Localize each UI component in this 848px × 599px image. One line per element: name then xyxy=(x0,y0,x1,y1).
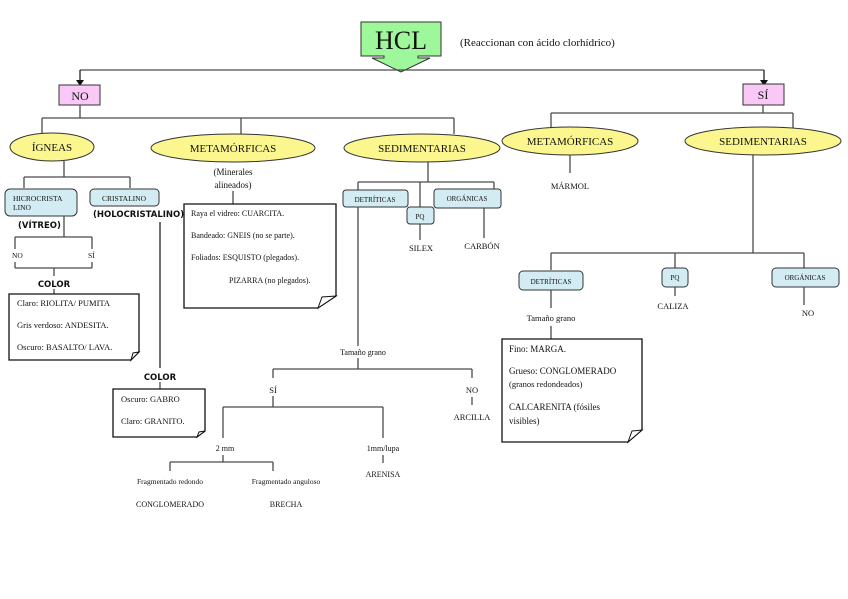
tamano-si-label: SÍ xyxy=(269,385,277,395)
caliza-label: CALIZA xyxy=(657,301,689,311)
metamorficas-no-label: METAMÓRFICAS xyxy=(190,143,277,155)
connector-vitreo-options xyxy=(14,216,93,276)
detriticas-no-box xyxy=(342,189,409,208)
tamano-no-label: NO xyxy=(466,385,478,395)
vitreo-label: (VÍTREO) xyxy=(18,219,61,231)
metamorficas-note-line-3: Foliados: ESQUISTO (plegados). xyxy=(191,253,299,262)
dos-mm-label: 2 mm xyxy=(216,444,235,453)
no-decision-label: NO xyxy=(71,89,89,103)
organicas-si-result: NO xyxy=(802,308,814,318)
vitreo-si: SÍ xyxy=(88,250,95,260)
vitreo-note: Claro: RIOLITA/ PUMITA Gris verdoso: AND… xyxy=(8,293,141,362)
holocristalino-label: (HOLOCRISTALINO) xyxy=(93,210,184,220)
hcl-node: HCL xyxy=(360,21,442,73)
si-decision-label: SÍ xyxy=(758,88,769,102)
sedimentarias-si-ellipse xyxy=(684,126,842,156)
connector-si-branch-split xyxy=(550,105,794,128)
arrowhead-si xyxy=(760,80,768,86)
frag-redondo-label: Fragmentado redondo xyxy=(137,477,203,486)
pq-no-label: PQ xyxy=(416,213,425,221)
metamorficas-no-sub-2: alineados) xyxy=(215,180,252,190)
metamorficas-note-line-4: PIZARRA (no plegados). xyxy=(229,276,311,285)
conglomerado-label: CONGLOMERADO xyxy=(136,500,204,509)
connector-sedimentarias-no-split xyxy=(357,162,495,207)
organicas-si-label: ORGÁNICAS xyxy=(785,274,826,282)
un-mm-label: 1mm/lupa xyxy=(367,444,400,453)
connector-sedimentarias-si-split xyxy=(550,155,805,270)
vitreo-note-line-2: Gris verdoso: ANDESITA. xyxy=(17,320,109,330)
note-calcarenita-2: visibles) xyxy=(509,416,540,426)
metamorficas-note: Raya el vidreo: CUARCITA. Bandeado: GNEI… xyxy=(183,203,338,310)
microcristalino-label-1: HICROCRISTA xyxy=(13,194,63,203)
metamorficas-note-line-2: Bandeado: GNEIS (no se parte). xyxy=(191,231,295,240)
note-calcarenita-1: CALCARENITA (fósiles xyxy=(509,402,601,412)
marmol-label: MÁRMOL xyxy=(551,181,589,191)
connector-no-split xyxy=(41,105,455,134)
detriticas-no-label: DETRÍTICAS xyxy=(355,196,396,204)
note-grueso-1: Grueso: CONGLOMERADO xyxy=(509,366,617,376)
frag-anguloso-label: Fragmentado anguloso xyxy=(252,477,321,486)
connector-igneas-split xyxy=(23,161,131,188)
microcristalino-box xyxy=(4,188,78,217)
microcristalino-label-2: LINO xyxy=(13,203,31,212)
sedimentarias-no-label: SEDIMENTARIAS xyxy=(378,143,466,155)
vitreo-note-line-1: Claro: RIOLITA/ PUMITA xyxy=(17,298,111,308)
silex-label: SILEX xyxy=(409,243,433,253)
metamorficas-si-label: METAMÓRFICAS xyxy=(527,136,614,148)
carbon-label: CARBÓN xyxy=(464,241,499,251)
metamorficas-no-sub-1: (Minerales xyxy=(214,167,253,177)
organicas-si-box xyxy=(771,267,840,288)
vitreo-color-label: COLOR xyxy=(38,280,71,290)
organicas-no-label: ORGÁNICAS xyxy=(447,195,488,203)
vitreo-note-line-3: Oscuro: BASALTO/ LAVA. xyxy=(17,342,112,352)
note-fino: Fino: MARGA. xyxy=(509,344,566,354)
detriticas-si-label: DETRÍTICAS xyxy=(531,278,572,286)
igneas-ellipse xyxy=(9,132,95,162)
vitreo-no: NO xyxy=(12,251,23,260)
connector-dosmm-split xyxy=(169,455,274,471)
tamano-grano-si-label: Tamaño grano xyxy=(527,313,576,323)
note-grueso-2: (granos redondeados) xyxy=(509,379,583,389)
brecha-label: BRECHA xyxy=(270,500,303,509)
arcilla-label: ARCILLA xyxy=(454,412,492,422)
connector-si-split xyxy=(222,396,384,438)
arenisa-label: ARENISA xyxy=(366,470,401,479)
cristalino-note-line-2: Claro: GRANITO. xyxy=(121,416,185,426)
cristalino-color-label: COLOR xyxy=(144,373,177,383)
organicas-no-box xyxy=(433,188,502,209)
arrowhead-no xyxy=(76,80,84,86)
tamano-grano-no-label: Tamaño grano xyxy=(340,348,386,357)
metamorficas-no-ellipse xyxy=(150,133,316,163)
hcl-arrow-shape xyxy=(360,21,442,73)
metamorficas-note-line-1: Raya el vidreo: CUARCITA. xyxy=(191,209,284,218)
cristalino-box xyxy=(89,188,160,207)
cristalino-note: Oscuro: GABRO Claro: GRANITO. xyxy=(112,388,206,439)
hcl-label: HCL xyxy=(375,26,427,55)
sedimentarias-si-label: SEDIMENTARIAS xyxy=(719,136,807,148)
pq-si-label: PQ xyxy=(671,274,680,282)
connector-tamano-split xyxy=(272,358,473,378)
cristalino-label: CRISTALINO xyxy=(102,194,147,203)
hcl-caption: (Reaccionan con ácido clorhídrico) xyxy=(460,37,615,49)
detriticas-si-note: Fino: MARGA. Grueso: CONGLOMERADO (grano… xyxy=(501,338,644,444)
igneas-label: ÍGNEAS xyxy=(32,142,72,154)
sedimentarias-no-ellipse xyxy=(343,133,501,163)
cristalino-note-line-1: Oscuro: GABRO xyxy=(121,394,180,404)
